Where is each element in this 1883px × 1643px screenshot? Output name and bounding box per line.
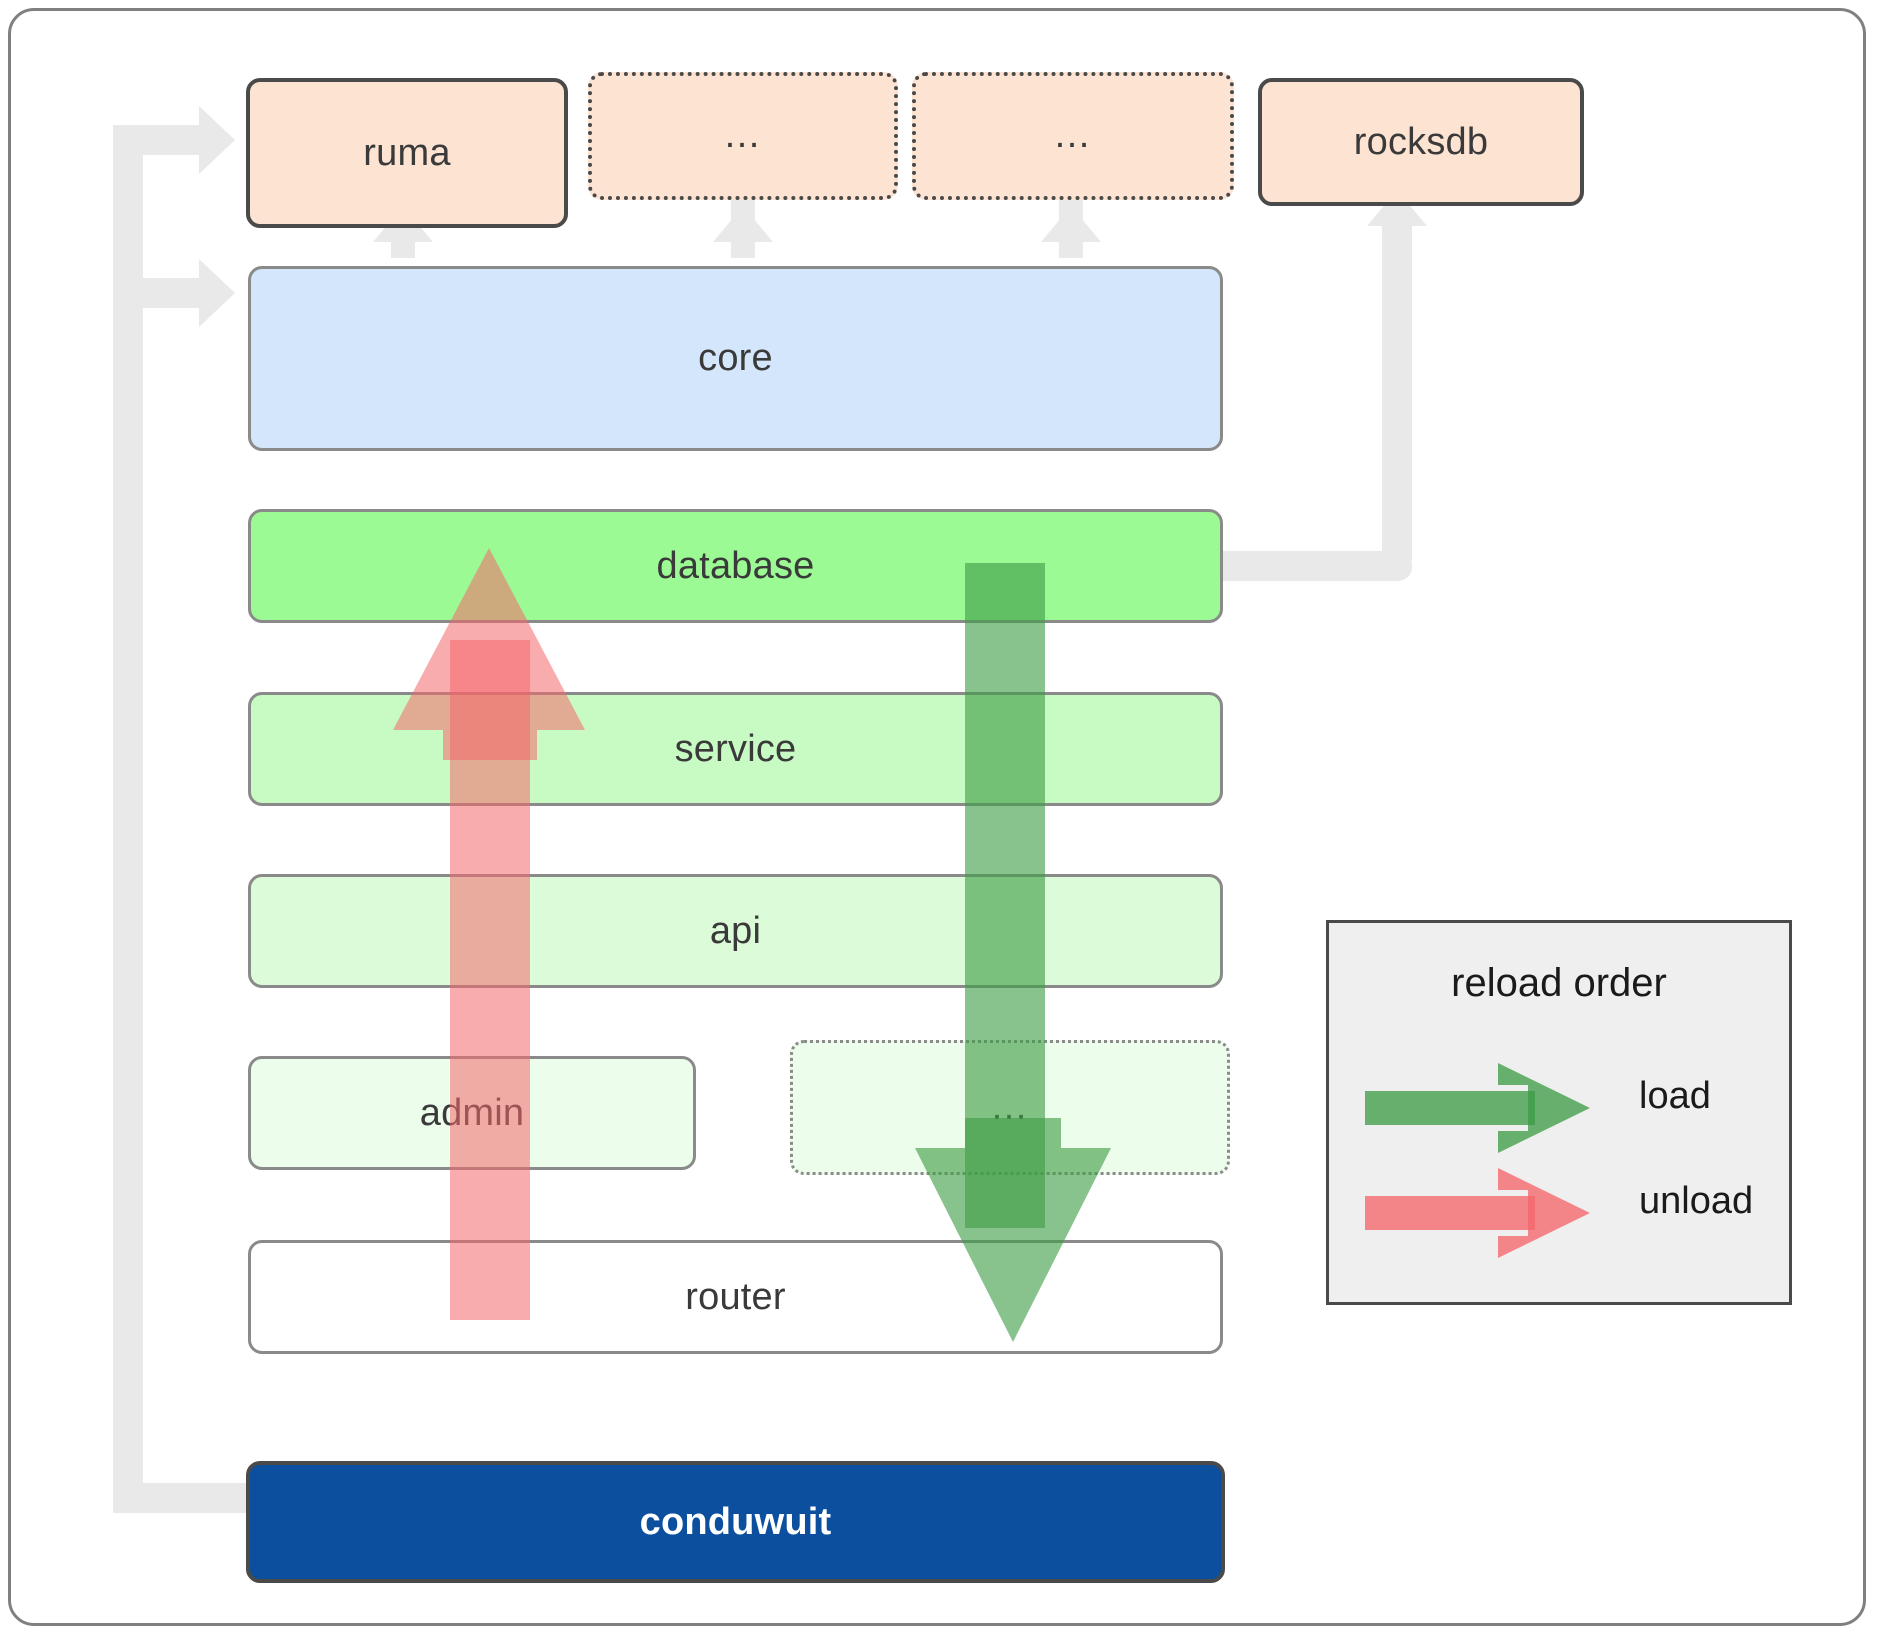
node-external-placeholder-2-label: … [1053, 114, 1093, 157]
node-admin[interactable]: admin [248, 1056, 696, 1170]
connector-left-to-core [113, 278, 203, 308]
node-external-placeholder-2[interactable]: … [912, 72, 1234, 200]
node-api-label: api [709, 909, 762, 952]
node-service-label: service [674, 727, 797, 770]
diagram-frame [8, 8, 1866, 1626]
node-api[interactable]: api [248, 874, 1223, 988]
node-external-placeholder-1-label: … [723, 114, 763, 157]
node-conduwuit-label: conduwuit [639, 1500, 832, 1543]
legend-unload-arrow-icon [1365, 1168, 1590, 1258]
legend-load-label: load [1639, 1075, 1711, 1117]
node-core-label: core [698, 337, 773, 379]
legend-unload-label: unload [1639, 1180, 1754, 1222]
connector-arrowhead-ruma [199, 106, 235, 174]
node-layer-placeholder-label: … [990, 1085, 1030, 1128]
node-router[interactable]: router [248, 1240, 1223, 1354]
connector-left-trunk [113, 125, 143, 1513]
connector-core-to-dots1-head [713, 206, 773, 242]
connector-arrowhead-core [199, 259, 235, 327]
node-external-placeholder-1[interactable]: … [588, 72, 898, 200]
node-service[interactable]: service [248, 692, 1223, 806]
node-layer-placeholder[interactable]: … [790, 1040, 1230, 1175]
node-rocksdb-label: rocksdb [1353, 120, 1489, 163]
connector-left-to-ruma [113, 125, 203, 155]
node-database[interactable]: database [248, 509, 1223, 623]
node-ruma-label: ruma [363, 131, 451, 174]
node-ruma[interactable]: ruma [246, 78, 568, 228]
node-core[interactable]: core [248, 266, 1223, 451]
node-database-label: database [656, 544, 815, 587]
connector-core-to-dots2-head [1041, 206, 1101, 242]
node-conduwuit[interactable]: conduwuit [246, 1461, 1225, 1583]
node-rocksdb[interactable]: rocksdb [1258, 78, 1584, 206]
connector-database-to-rocksdb-horizontal [1222, 551, 1412, 581]
legend-load-arrow-icon [1365, 1063, 1590, 1153]
connector-left-to-conduwuit [113, 1483, 253, 1513]
legend-title: reload order [1451, 961, 1667, 1005]
node-admin-label: admin [419, 1091, 525, 1134]
connector-database-to-rocksdb-vertical [1382, 220, 1412, 560]
legend-panel: reload order load unload [1326, 920, 1792, 1305]
node-router-label: router [685, 1275, 786, 1318]
